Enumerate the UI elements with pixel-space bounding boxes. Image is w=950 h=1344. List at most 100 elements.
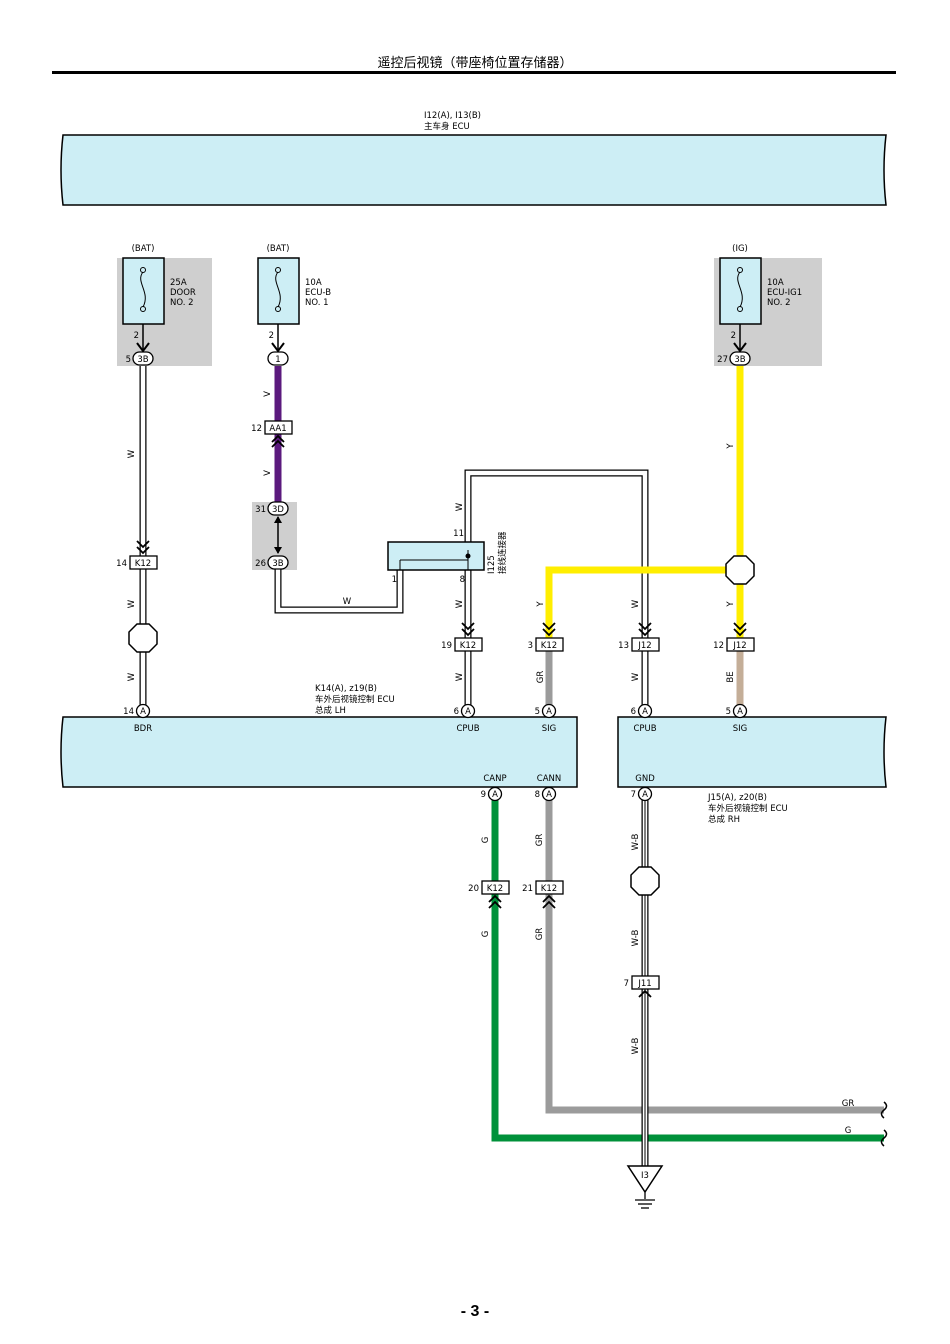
svg-text:K12: K12 (541, 641, 557, 651)
conn-j11-7: J11 7 (624, 975, 660, 998)
rh-ecu-name2: 总成 RH (708, 814, 740, 825)
pin-rh-gnd: A 7 (631, 786, 653, 802)
pin-rh-cpub: A 6 (631, 703, 653, 719)
wire-label-gr1: GR (536, 671, 546, 684)
conn-aa1: AA1 12 (251, 420, 293, 448)
junction-i125: 11 1 8 (387, 529, 485, 585)
fuse-ecub-source: (BAT) (267, 244, 290, 254)
conn-3d-3b-link (274, 516, 282, 554)
wire-label-w2: W (127, 599, 137, 608)
wire-label-wb2: W-B (631, 930, 641, 947)
svg-text:3B: 3B (272, 559, 283, 569)
svg-text:27: 27 (717, 355, 728, 365)
wire-label-w9: W (631, 672, 641, 681)
svg-text:A: A (140, 707, 146, 717)
wire-label-y3: Y (726, 601, 736, 608)
fuse-ecub-name1: ECU-B (305, 288, 331, 298)
rh-ecu-box (617, 716, 887, 788)
wire-g-canp (491, 800, 884, 1142)
splice-yellow-icon (725, 555, 755, 585)
svg-text:7: 7 (624, 979, 629, 989)
wire-gr-cann (545, 800, 884, 1114)
fuse-door-rating: 25A (170, 278, 187, 288)
svg-text:5: 5 (126, 355, 131, 365)
wire-label-w6: W (455, 599, 465, 608)
svg-text:7: 7 (631, 790, 636, 800)
lh-pin-bdr: BDR (134, 724, 152, 734)
svg-text:6: 6 (631, 707, 636, 717)
wire-label-g3: G (845, 1126, 852, 1136)
rh-pin-sig: SIG (733, 724, 748, 734)
wire-label-gr3: GR (535, 928, 545, 941)
svg-text:19: 19 (441, 641, 452, 651)
fuse-ecub-icon (275, 267, 281, 312)
svg-text:A: A (465, 707, 471, 717)
wire-w-loop (464, 469, 649, 710)
fuse-ecuig-name2: NO. 2 (767, 298, 791, 308)
wire-label-w5: W (455, 502, 465, 511)
lh-pin-sig: SIG (542, 724, 557, 734)
conn-3b-right: 3B 27 (717, 351, 751, 366)
svg-text:13: 13 (618, 641, 629, 651)
splice-left-icon (128, 623, 158, 653)
svg-text:3D: 3D (272, 505, 284, 515)
conn-j12-13: J12 13 (618, 622, 660, 652)
svg-text:12: 12 (251, 424, 262, 434)
svg-text:11: 11 (453, 529, 464, 539)
ground-icon: I3 (626, 1165, 664, 1209)
svg-text:J12: J12 (732, 641, 746, 651)
page-title: 遥控后视镜（带座椅位置存储器） (377, 56, 573, 71)
svg-text:5: 5 (726, 707, 731, 717)
wire-g-break-icon (880, 1129, 888, 1147)
rh-pin-gnd: GND (635, 774, 655, 784)
wire-label-w7: W (455, 672, 465, 681)
main-body-ecu-box (60, 134, 887, 206)
conn-k12-3: K12 3 (528, 622, 564, 652)
svg-text:A: A (737, 707, 743, 717)
svg-text:I3: I3 (641, 1171, 649, 1181)
fuse-door-pin: 2 (134, 331, 139, 341)
conn-k12-19: K12 19 (441, 622, 483, 652)
conn-k12-21: K12 21 (522, 880, 564, 909)
pin-lh-cpub: A 6 (454, 703, 476, 719)
pin-rh-sig: A 5 (726, 703, 748, 719)
pin-lh-sig: A 5 (535, 703, 557, 719)
lh-pin-cann: CANN (537, 774, 561, 784)
svg-text:14: 14 (123, 707, 134, 717)
svg-text:21: 21 (522, 884, 533, 894)
wire-label-g1: G (481, 837, 491, 844)
pin-lh-bdr: A 14 (123, 703, 151, 719)
conn-k12-20: K12 20 (468, 880, 510, 909)
svg-text:9: 9 (481, 790, 486, 800)
svg-text:6: 6 (454, 707, 459, 717)
svg-text:1: 1 (275, 355, 280, 365)
svg-text:K12: K12 (487, 884, 503, 894)
fuse-ecuig-icon (737, 267, 743, 312)
lh-pin-cpub: CPUB (456, 724, 479, 734)
fuse-door-source: (BAT) (132, 244, 155, 254)
wire-w-junction-left (274, 566, 404, 614)
wire-label-w3: W (127, 672, 137, 681)
svg-text:J12: J12 (637, 641, 651, 651)
lh-ecu-codes: K14(A), z19(B) (315, 684, 377, 694)
svg-text:A: A (546, 707, 552, 717)
wire-y-yellow (545, 366, 744, 640)
main-ecu-codes: I12(A), I13(B) (424, 111, 481, 121)
pin-lh-canp: A 9 (481, 786, 503, 802)
svg-text:5: 5 (535, 707, 540, 717)
fuse-door-icon (140, 267, 146, 312)
fuse-ecuig-source: (IG) (732, 244, 748, 254)
junction-id: I125 (487, 555, 497, 574)
svg-text:26: 26 (255, 559, 266, 569)
lh-pin-canp: CANP (483, 774, 506, 784)
lh-ecu-name2: 总成 LH (315, 705, 346, 716)
rh-pin-cpub: CPUB (633, 724, 656, 734)
wire-label-wb3: W-B (631, 1038, 641, 1055)
svg-text:14: 14 (116, 559, 127, 569)
wire-label-gr2: GR (535, 834, 545, 847)
wire-label-w1: W (127, 449, 137, 458)
fuse-ecub-pin: 2 (269, 331, 274, 341)
svg-text:31: 31 (255, 505, 266, 515)
conn-j12-12: J12 12 (713, 622, 755, 652)
